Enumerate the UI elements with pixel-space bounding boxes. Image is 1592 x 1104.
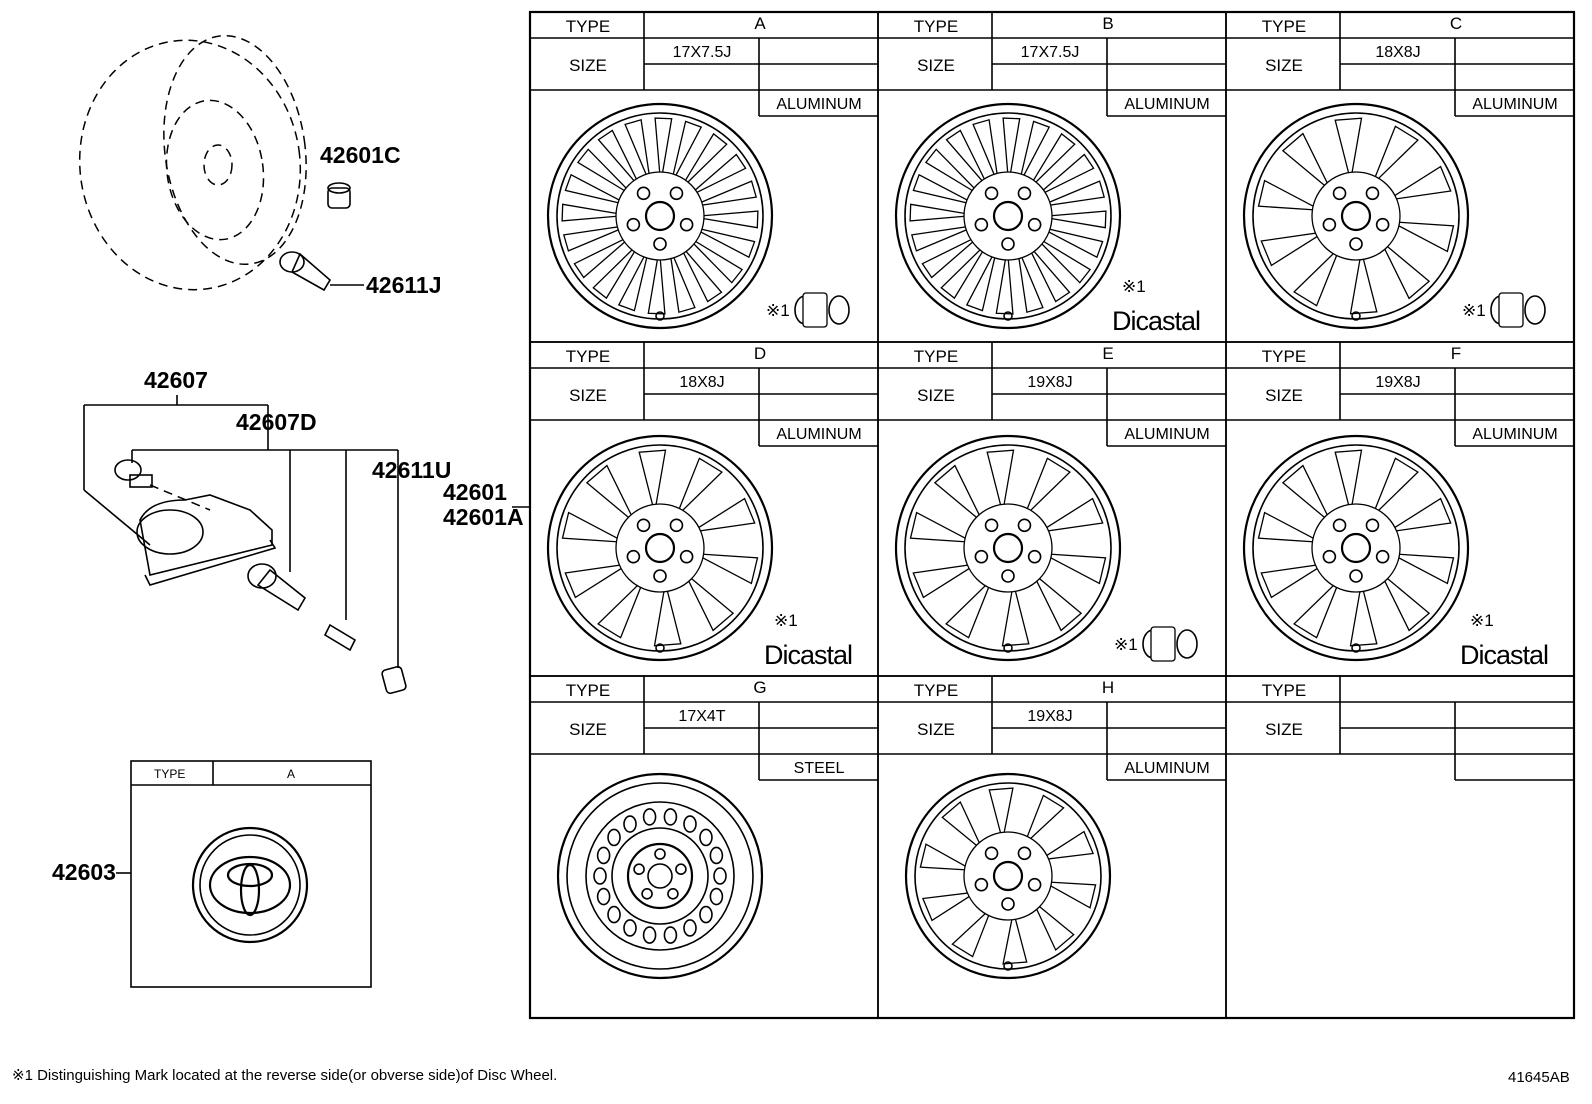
size-label: SIZE [917, 720, 955, 739]
dicastal-mark: Dicastal [764, 640, 852, 670]
size-label: SIZE [1265, 720, 1303, 739]
size-value: 19X8J [1027, 374, 1072, 391]
type-value: H [1102, 678, 1114, 697]
wheel-drawing [894, 434, 1122, 662]
type-label: TYPE [1262, 17, 1306, 36]
type-value: F [1451, 344, 1461, 363]
wheel-cell-h [877, 675, 1227, 1019]
wheel-cell-c [1225, 11, 1575, 343]
type-value: B [1102, 14, 1113, 33]
illustration-code: 41645AB [1508, 1069, 1570, 1086]
sensor-valve-icon [247, 563, 307, 612]
dicastal-mark: Dicastal [1112, 306, 1200, 336]
size-label: SIZE [917, 386, 955, 405]
material-value: STEEL [794, 760, 845, 777]
type-label: TYPE [914, 347, 958, 366]
type-value: E [1102, 344, 1113, 363]
mark-ref: ※1 [1470, 611, 1494, 630]
material-value: ALUMINUM [1472, 96, 1557, 113]
part-label-42611j: 42611J [366, 272, 441, 298]
type-label: TYPE [566, 17, 610, 36]
valve-stem-icon [279, 251, 364, 292]
type-label: TYPE [1262, 681, 1306, 700]
wheel-cell-blank [1225, 675, 1575, 1019]
size-value: 17X4T [678, 708, 725, 725]
part-label-42607: 42607 [144, 367, 208, 393]
size-value: 19X8J [1375, 374, 1420, 391]
part-label-42601c: 42601C [320, 142, 401, 168]
ornament-type-label: TYPE [154, 767, 185, 781]
leader-lines-42607 [83, 395, 399, 668]
size-value: 18X8J [1375, 44, 1420, 61]
size-value: 17X7.5J [673, 44, 732, 61]
distinguishing-mark-icon [1490, 292, 1546, 328]
wheel-cell-a [529, 11, 879, 343]
tpms-sensor-icon [114, 459, 277, 586]
type-value: D [754, 344, 766, 363]
type-value: G [753, 678, 766, 697]
material-value: ALUMINUM [1124, 96, 1209, 113]
valve-cap-icon [381, 665, 407, 695]
size-value: 19X8J [1027, 708, 1072, 725]
size-label: SIZE [569, 56, 607, 75]
size-label: SIZE [1265, 56, 1303, 75]
material-value: ALUMINUM [776, 96, 861, 113]
wheel-drawing [546, 434, 774, 662]
size-label: SIZE [917, 56, 955, 75]
type-value: C [1450, 14, 1462, 33]
size-label: SIZE [1265, 386, 1303, 405]
type-label: TYPE [566, 681, 610, 700]
part-label-42611u: 42611U [372, 457, 451, 483]
wheel-drawing [1242, 434, 1470, 662]
wheel-drawing [1242, 102, 1470, 330]
part-label-42601: 42601 [443, 479, 507, 505]
wheel-cell-d [529, 341, 879, 677]
part-label-42603: 42603 [52, 859, 116, 885]
type-value: A [754, 14, 766, 33]
dicastal-mark: Dicastal [1460, 640, 1548, 670]
wheel-table-grid: TYPESIZEA17X7.5JALUMINUM※1TYPESIZEB17X7.… [529, 11, 1575, 1019]
wheel-cell-e [877, 341, 1227, 677]
mark-ref: ※1 [766, 301, 790, 320]
material-value: ALUMINUM [1124, 426, 1209, 443]
distinguishing-mark-icon [794, 292, 850, 328]
wheel-drawing [556, 772, 764, 980]
mark-ref: ※1 [1114, 635, 1138, 654]
material-value: ALUMINUM [1124, 760, 1209, 777]
mark-ref: ※1 [1122, 277, 1146, 296]
part-label-42601a: 42601A [443, 504, 524, 530]
size-label: SIZE [569, 386, 607, 405]
wheel-cell-g [529, 675, 879, 1019]
wheel-drawing [546, 102, 774, 330]
size-value: 18X8J [679, 374, 724, 391]
wheel-drawing [894, 102, 1122, 330]
ornament-table [130, 760, 372, 988]
type-label: TYPE [914, 17, 958, 36]
valve-core-icon [323, 623, 357, 652]
mark-ref: ※1 [774, 611, 798, 630]
mark-ref: ※1 [1462, 301, 1486, 320]
size-label: SIZE [569, 720, 607, 739]
ornament-type-value: A [287, 767, 295, 781]
material-value: ALUMINUM [776, 426, 861, 443]
material-value: ALUMINUM [1472, 426, 1557, 443]
wheel-drawing [904, 772, 1112, 980]
hub-nut-icon [327, 182, 351, 209]
distinguishing-mark-icon [1142, 626, 1198, 662]
wheel-cell-f [1225, 341, 1575, 677]
size-value: 17X7.5J [1021, 44, 1080, 61]
part-label-42607d: 42607D [236, 409, 317, 435]
type-label: TYPE [1262, 347, 1306, 366]
type-label: TYPE [566, 347, 610, 366]
tire-illustration [78, 34, 307, 291]
type-label: TYPE [914, 681, 958, 700]
footnote: ※1 Distinguishing Mark located at the re… [12, 1067, 557, 1084]
